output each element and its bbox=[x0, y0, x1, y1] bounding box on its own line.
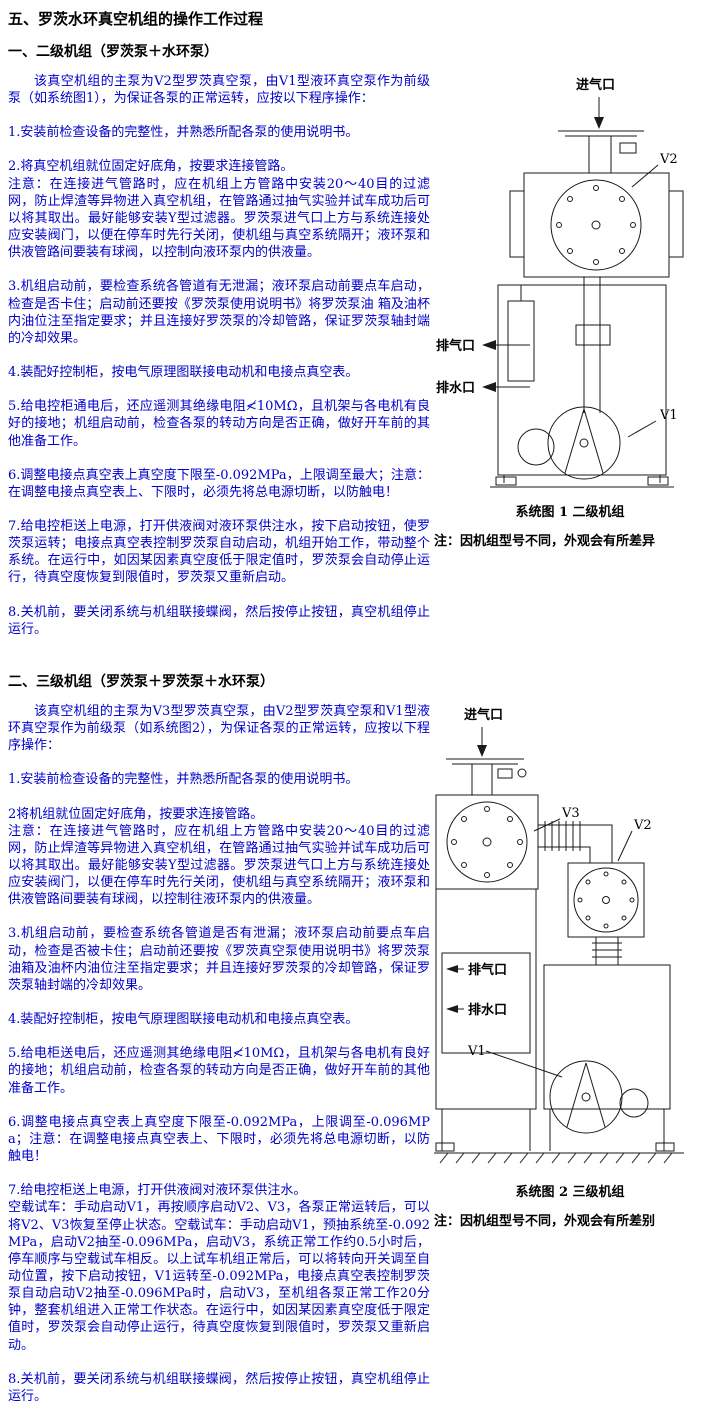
step: 2.将真空机组就位固定好底角，按要求连接管路。 注意：在连接进气管路时，应在机组… bbox=[8, 158, 430, 261]
section1-heading: 一、二级机组（罗茨泵＋水环泵） bbox=[8, 44, 218, 60]
step-text: 5.给电控柜通电后，还应遥测其绝缘电阻≮10MΩ，且机架与各电机有良好的接地；机… bbox=[8, 399, 430, 449]
step: 6.调整电接点真空表上真空度下限至-0.092MPa，上限调至-0.096MPa… bbox=[8, 1114, 430, 1165]
two-stage-unit-diagram: 进气口 V2 排气口 排水口 V1 bbox=[436, 77, 684, 488]
step: 7.给电控柜送上电源，打开供液阀对液环泵供注水。 空载试车：手动启动V1，再按顺… bbox=[8, 1182, 430, 1354]
step-text: 8.关机前，要关闭系统与机组联接蝶阀，然后按停止按钮，真空机组停止运行。 bbox=[8, 604, 430, 637]
page-title: 五、罗茨水环真空机组的操作工作过程 bbox=[8, 10, 264, 28]
step-note: 注意：在连接进气管路时，应在机组上方管路中安装20～40目的过滤网，防止焊渣等异… bbox=[8, 176, 430, 261]
step-text: 4.装配好控制柜，按电气原理图联接电动机和电接点真空表。 bbox=[8, 365, 359, 381]
step-text: 1.安装前检查设备的完整性，并熟悉所配各泵的使用说明书。 bbox=[8, 125, 359, 141]
section2-intro: 该真空机组的主泵为V3型罗茨真空泵，由V2型罗茨真空泵和V1型液环真空泵作为前级… bbox=[8, 703, 430, 754]
step-text: 1.安装前检查设备的完整性，并熟悉所配各泵的使用说明书。 bbox=[8, 772, 359, 788]
inlet-port-label: 进气口 bbox=[576, 77, 615, 93]
step: 6.调整电接点真空表上真空度下限至-0.092MPa，上限调至最大；注意：在调整… bbox=[8, 467, 430, 501]
exhaust-port-label: 排气口 bbox=[468, 962, 507, 978]
pump-v1-label: V1 bbox=[467, 1044, 486, 1059]
step: 2将机组就位固定好底角，按要求连接管路。 注意：在连接进气管路时，应在机组上方管… bbox=[8, 806, 430, 909]
step: 4.装配好控制柜，按电气原理图联接电动机和电接点真空表。 bbox=[8, 1011, 430, 1028]
section2-text-column: 该真空机组的主泵为V3型罗茨真空泵，由V2型罗茨真空泵和V1型液环真空泵作为前级… bbox=[8, 703, 430, 1422]
section1-intro: 该真空机组的主泵为V2型罗茨真空泵，由V1型液环真空泵作为前级泵（如系统图1），… bbox=[8, 74, 430, 107]
section1-text-column: 该真空机组的主泵为V2型罗茨真空泵，由V1型液环真空泵作为前级泵（如系统图1），… bbox=[8, 73, 430, 655]
step-text: 3.机组启动前，要检查系统各管道有无泄漏；液环泵启动前要点车启动，检查是否卡住；… bbox=[8, 279, 430, 346]
three-stage-unit-diagram: 进气口 V3 V2 排气口 排水口 V1 bbox=[434, 707, 684, 1164]
step: 8.关机前，要关闭系统与机组联接蝶阀，然后按停止按钮，真空机组停止运行。 bbox=[8, 1371, 430, 1405]
step: 1.安装前检查设备的完整性，并熟悉所配各泵的使用说明书。 bbox=[8, 771, 430, 788]
step-text: 4.装配好控制柜，按电气原理图联接电动机和电接点真空表。 bbox=[8, 1012, 359, 1028]
step: 7.给电控柜送上电源，打开供液阀对液环泵供注水，按下启动按钮，使罗茨泵运转；电接… bbox=[8, 518, 430, 587]
step-text: 8.关机前，要关闭系统与机组联接蝶阀，然后按停止按钮，真空机组停止运行。 bbox=[8, 1371, 430, 1404]
step-text: 6.调整电接点真空表上真空度下限至-0.092MPa，上限调至最大；注意：在调整… bbox=[8, 467, 430, 500]
inlet-port-label: 进气口 bbox=[464, 707, 503, 723]
section-two-stage: 一、二级机组（罗茨泵＋水环泵） 该真空机组的主泵为V2型罗茨真空泵，由V1型液环… bbox=[8, 41, 703, 655]
step-text: 2将机组就位固定好底角，按要求连接管路。 bbox=[8, 806, 264, 822]
drain-port-label: 排水口 bbox=[436, 380, 475, 396]
step-text: 5.给电柜送电后，还应遥测其绝缘电阻≮10MΩ，且机架与各电机有良好的接地；机组… bbox=[8, 1046, 430, 1096]
step: 3.机组启动前，要检查系统各管道是否有泄漏；液环泵启动前要点车启动，检查是否被卡… bbox=[8, 925, 430, 994]
step-text: 7.给电控柜送上电源，打开供液阀对液环泵供注水。 bbox=[8, 1183, 307, 1199]
step: 4.装配好控制柜，按电气原理图联接电动机和电接点真空表。 bbox=[8, 364, 430, 381]
step: 3.机组启动前，要检查系统各管道有无泄漏；液环泵启动前要点车启动，检查是否卡住；… bbox=[8, 278, 430, 347]
drain-port-label: 排水口 bbox=[468, 1002, 507, 1018]
section1-figure-column: 进气口 V2 排气口 排水口 V1 系统图 1 二级机组 注：因机组型号不同，外… bbox=[430, 73, 706, 549]
section2-figure-column: 进气口 V3 V2 排气口 排水口 V1 系统图 2 三级机组 注：因机组型号不… bbox=[430, 703, 706, 1229]
step: 1.安装前检查设备的完整性，并熟悉所配各泵的使用说明书。 bbox=[8, 124, 430, 141]
step: 8.关机前，要关闭系统与机组联接蝶阀，然后按停止按钮，真空机组停止运行。 bbox=[8, 604, 430, 638]
step-note: 注意：在连接进气管路时，应在机组上方管路中安装20～40目的过滤网，防止焊渣等异… bbox=[8, 823, 430, 908]
step-text: 3.机组启动前，要检查系统各管道是否有泄漏；液环泵启动前要点车启动，检查是否被卡… bbox=[8, 926, 430, 993]
pump-v1-label: V1 bbox=[659, 408, 678, 423]
step-text: 7.给电控柜送上电源，打开供液阀对液环泵供注水，按下启动按钮，使罗茨泵运转；电接… bbox=[8, 518, 430, 586]
step-note: 空载试车：手动启动V1，再按顺序启动V2、V3，各泵正常运转后，可以将V2、V3… bbox=[8, 1200, 430, 1353]
pump-v2-label: V2 bbox=[659, 152, 678, 167]
step: 5.给电柜送电后，还应遥测其绝缘电阻≮10MΩ，且机架与各电机有良好的接地；机组… bbox=[8, 1045, 430, 1096]
step-text: 2.将真空机组就位固定好底角，按要求连接管路。 bbox=[8, 159, 294, 175]
figure1-caption: 系统图 1 二级机组 bbox=[515, 505, 625, 520]
section-three-stage: 二、三级机组（罗茨泵＋罗茨泵＋水环泵） 该真空机组的主泵为V3型罗茨真空泵，由V… bbox=[8, 671, 703, 1422]
step: 5.给电控柜通电后，还应遥测其绝缘电阻≮10MΩ，且机架与各电机有良好的接地；机… bbox=[8, 398, 430, 449]
pump-v2-label: V2 bbox=[633, 818, 652, 833]
exhaust-port-label: 排气口 bbox=[436, 338, 475, 354]
pump-v3-label: V3 bbox=[561, 806, 580, 821]
step-text: 6.调整电接点真空表上真空度下限至-0.092MPa，上限调至-0.096MPa… bbox=[8, 1114, 430, 1165]
figure2-caption: 系统图 2 三级机组 bbox=[515, 1184, 625, 1200]
section2-heading: 二、三级机组（罗茨泵＋罗茨泵＋水环泵） bbox=[8, 673, 274, 690]
figure2-note: 注：因机组型号不同，外观会有所差别 bbox=[434, 1213, 656, 1229]
figure1-note: 注：因机组型号不同，外观会有所差异 bbox=[434, 534, 656, 549]
